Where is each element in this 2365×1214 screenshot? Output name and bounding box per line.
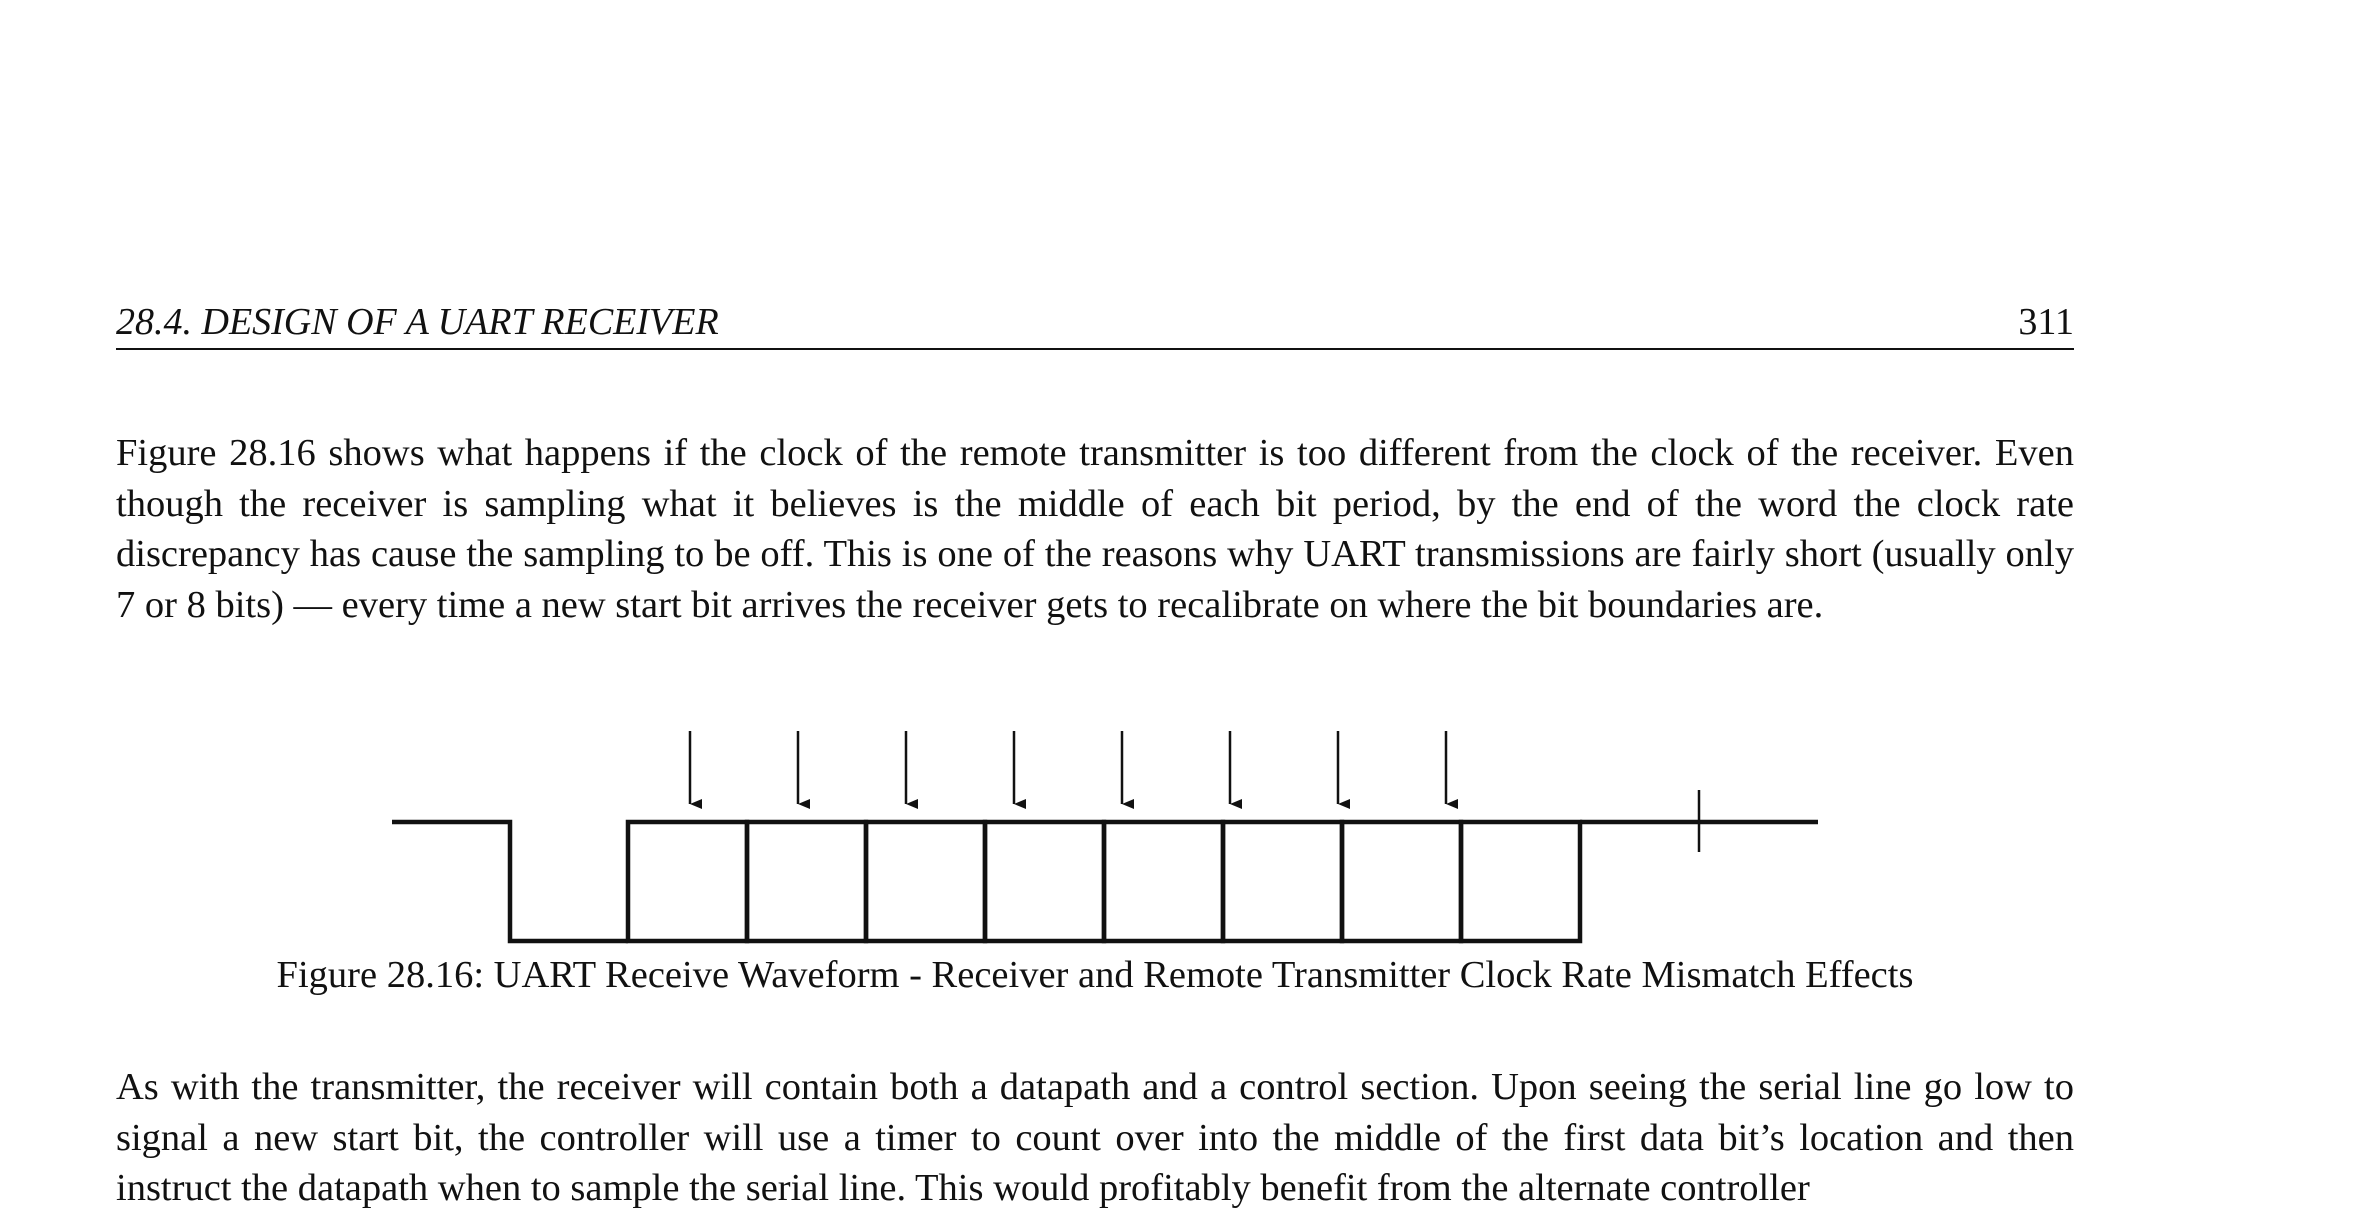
running-head: 28.4. DESIGN OF A UART RECEIVER 311 <box>116 298 2074 350</box>
data-bit-cell <box>1458 819 1583 944</box>
data-bit-cell <box>1101 819 1226 944</box>
uart-waveform-diagram <box>392 731 1818 944</box>
data-bit-cell <box>1220 819 1345 944</box>
page-number: 311 <box>2018 301 2074 343</box>
data-bit-cell <box>744 819 869 944</box>
body-paragraph-2: As with the transmitter, the receiver wi… <box>116 1066 2074 1209</box>
data-bit-cell <box>625 819 750 944</box>
section-title: 28.4. DESIGN OF A UART RECEIVER <box>116 301 719 343</box>
data-bit-cell <box>863 819 988 944</box>
data-bit-cell <box>1339 819 1464 944</box>
body-paragraph-1: Figure 28.16 shows what happens if the c… <box>116 432 2074 626</box>
figure-caption: Figure 28.16: UART Receive Waveform - Re… <box>276 954 1914 996</box>
uart-waveform-figure <box>370 712 1840 952</box>
start-bit-trace <box>392 819 628 944</box>
data-bit-cell <box>982 819 1107 944</box>
